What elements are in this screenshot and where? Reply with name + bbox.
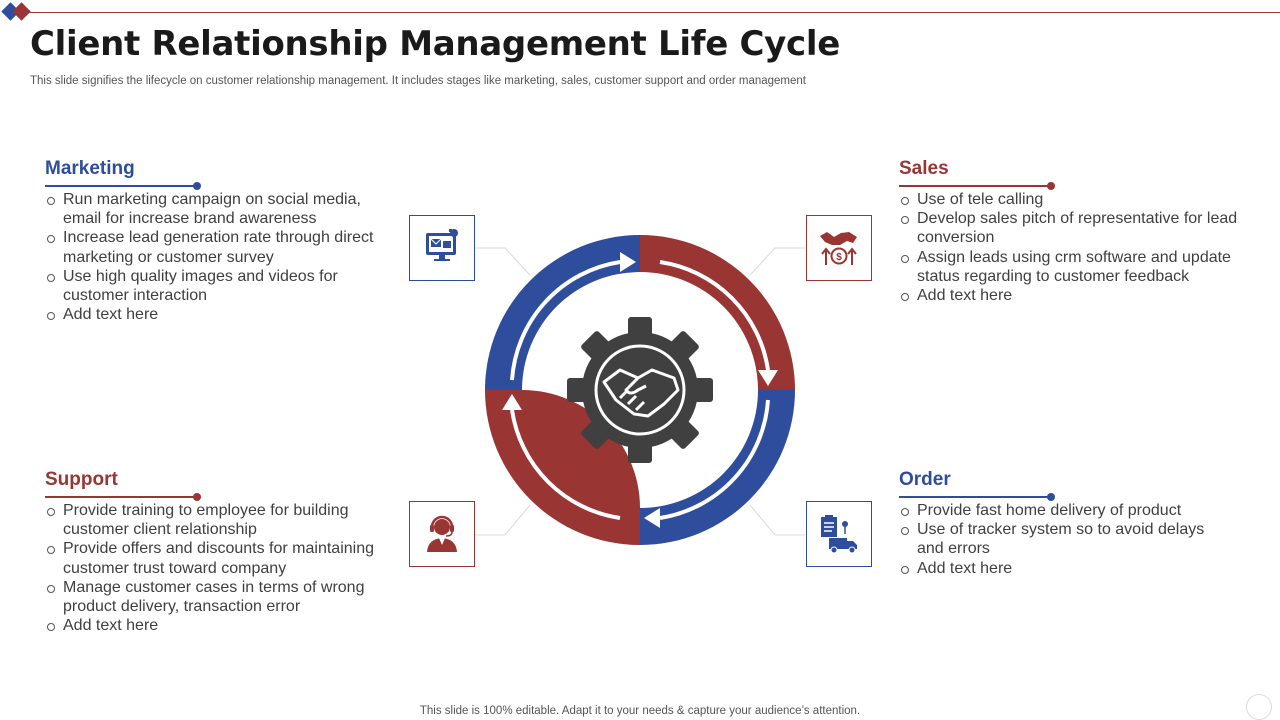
support-section: Support Provide training to employee for…: [45, 469, 385, 635]
sales-underline: [899, 182, 1055, 190]
support-title: Support: [45, 469, 118, 490]
list-item: Manage customer cases in terms of wrong …: [45, 578, 385, 616]
support-icon-box: [409, 501, 475, 567]
sales-underline-dot: [1047, 182, 1055, 190]
lifecycle-ring: [485, 235, 795, 545]
diamond-logo-icon: [1, 2, 31, 21]
list-item: Provide offers and discounts for maintai…: [45, 539, 385, 577]
handshake-money-icon: $: [820, 232, 857, 265]
computer-marketing-icon: [426, 229, 458, 261]
list-item: Increase lead generation rate through di…: [45, 228, 385, 266]
svg-text:$: $: [836, 252, 842, 263]
marketing-underline-dot: [193, 182, 201, 190]
list-item: Provide fast home delivery of product: [899, 501, 1219, 520]
list-item: Add text here: [899, 286, 1239, 305]
sales-icon-box: $: [806, 215, 872, 281]
slide-title: Client Relationship Management Life Cycl…: [30, 24, 840, 64]
marketing-title: Marketing: [45, 158, 135, 179]
delivery-truck-icon: [821, 515, 857, 554]
marketing-icon-box: [409, 215, 475, 281]
order-title: Order: [899, 469, 951, 490]
ring-segment-order: [640, 390, 795, 545]
corner-circle: [1246, 694, 1272, 720]
ring-segment-sales: [640, 235, 795, 390]
list-item: Use of tele calling: [899, 190, 1239, 209]
sales-list: Use of tele calling Develop sales pitch …: [899, 190, 1239, 305]
list-item: Add text here: [45, 616, 385, 635]
list-item: Use high quality images and videos for c…: [45, 267, 385, 305]
gear-handshake-icon: [567, 317, 713, 463]
list-item: Develop sales pitch of representative fo…: [899, 209, 1239, 247]
marketing-list: Run marketing campaign on social media, …: [45, 190, 385, 324]
order-section: Order Provide fast home delivery of prod…: [899, 469, 1219, 578]
support-underline: [45, 493, 201, 501]
cycle-arrows: [510, 260, 770, 520]
support-list: Provide training to employee for buildin…: [45, 501, 385, 635]
order-underline-dot: [1047, 493, 1055, 501]
order-icon-box: [806, 501, 872, 567]
list-item: Assign leads using crm software and upda…: [899, 248, 1239, 286]
slide-footer: This slide is 100% editable. Adapt it to…: [419, 705, 861, 717]
list-item: Add text here: [45, 305, 385, 324]
support-underline-dot: [193, 493, 201, 501]
order-underline: [899, 493, 1055, 501]
cycle-arrowheads: [502, 252, 778, 528]
list-item: Add text here: [899, 559, 1219, 578]
list-item: Provide training to employee for buildin…: [45, 501, 385, 539]
marketing-underline: [45, 182, 201, 190]
headset-agent-icon: [427, 515, 457, 552]
list-item: Use of tracker system so to avoid delays…: [899, 520, 1219, 558]
sales-title: Sales: [899, 158, 949, 179]
marketing-section: Marketing Run marketing campaign on soci…: [45, 158, 385, 324]
slide-subtitle: This slide signifies the lifecycle on cu…: [30, 75, 806, 87]
ring-segment-marketing: [485, 235, 640, 390]
top-rule: [26, 12, 1280, 13]
list-item: Run marketing campaign on social media, …: [45, 190, 385, 228]
sales-section: Sales Use of tele calling Develop sales …: [899, 158, 1239, 305]
order-list: Provide fast home delivery of product Us…: [899, 501, 1219, 578]
